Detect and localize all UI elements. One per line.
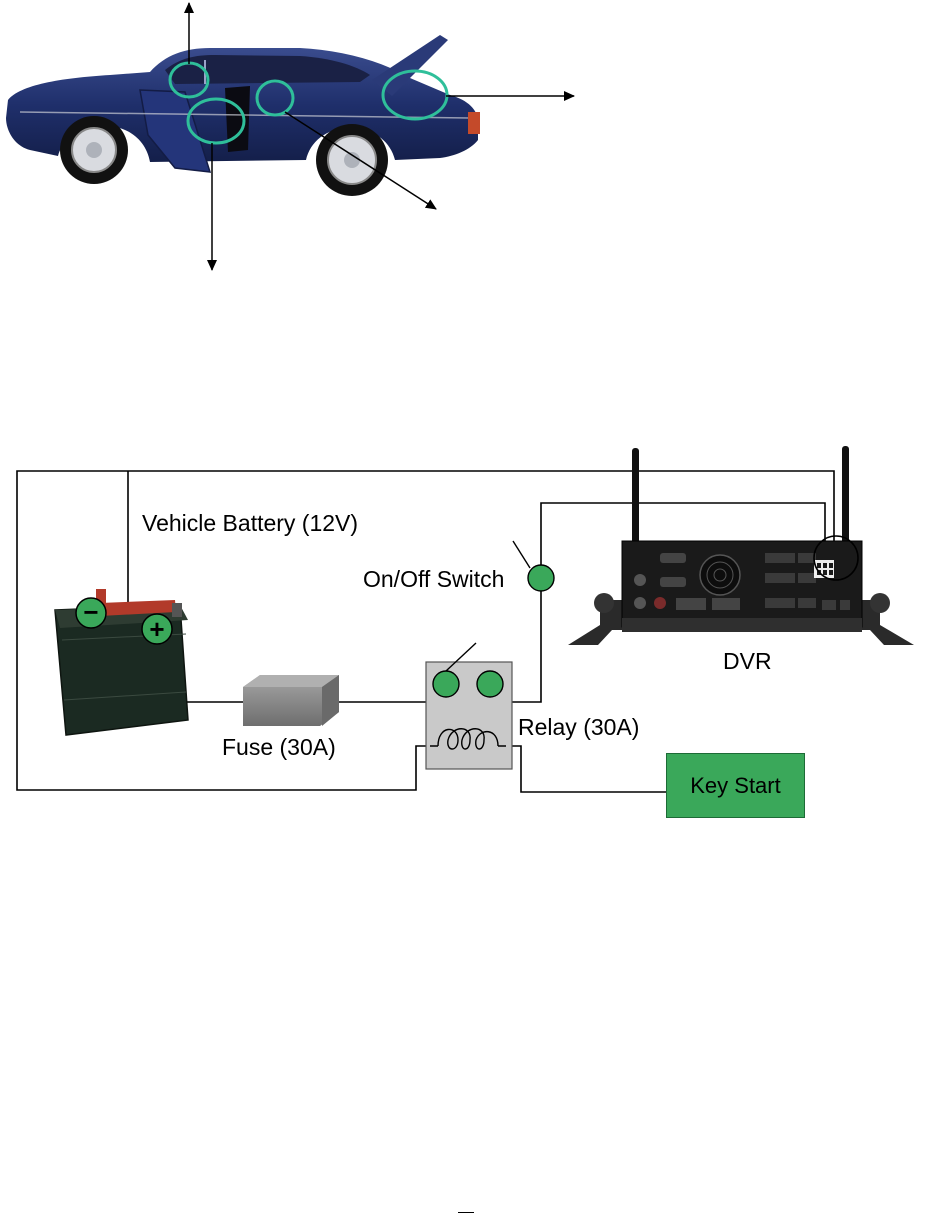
battery-negative-terminal: − xyxy=(76,597,106,628)
fuse-block xyxy=(243,675,339,726)
dvr-body xyxy=(622,541,862,627)
battery-positive-terminal: + xyxy=(142,614,172,644)
dvr-unit xyxy=(568,446,914,645)
relay-label: Relay (30A) xyxy=(518,714,639,741)
fuse-label: Fuse (30A) xyxy=(222,734,336,761)
on-off-switch xyxy=(513,541,554,591)
battery-positive-symbol: + xyxy=(149,614,164,644)
dvr-fan xyxy=(700,555,740,595)
relay-box xyxy=(426,643,512,769)
dvr-antenna-left xyxy=(632,448,639,548)
dvr-antenna-right xyxy=(842,446,849,546)
key-start-box: Key Start xyxy=(666,753,805,818)
wire-relay-switch xyxy=(511,590,541,702)
key-start-label: Key Start xyxy=(690,773,780,799)
car-illustration xyxy=(6,3,574,270)
vehicle-battery xyxy=(55,589,188,735)
on-off-switch-label: On/Off Switch xyxy=(363,566,504,593)
dvr-label: DVR xyxy=(723,648,772,675)
wire-relay-keystart xyxy=(506,746,667,792)
front-wheel xyxy=(60,116,128,184)
relay-contact-left xyxy=(433,671,459,697)
relay-contact-right xyxy=(477,671,503,697)
vehicle-battery-label: Vehicle Battery (12V) xyxy=(142,510,358,537)
rear-wheel xyxy=(316,124,388,196)
page-footer-line xyxy=(458,1212,474,1213)
battery-negative-symbol: − xyxy=(83,597,98,627)
